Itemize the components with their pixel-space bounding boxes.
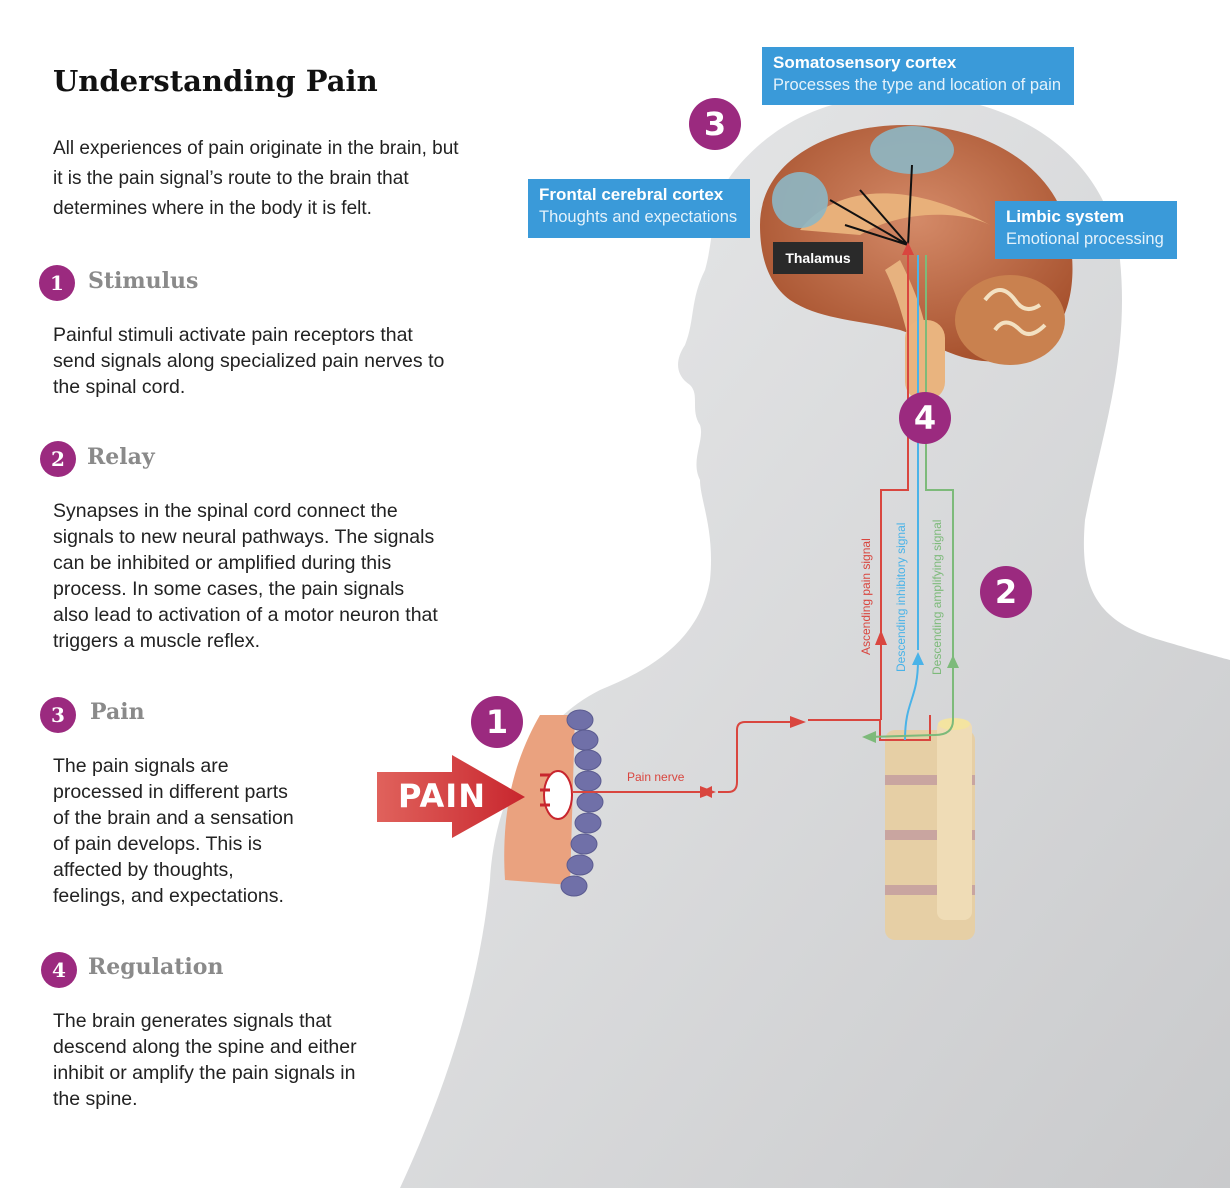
frontal-subtitle: Thoughts and expectations [539, 208, 738, 226]
descending-amplifying-line [867, 255, 954, 738]
thalamus-label: Thalamus [773, 242, 863, 274]
section-4-body: The brain generates signals that descend… [53, 1010, 357, 1110]
brain-illustration [760, 125, 1073, 400]
page-title: Understanding Pain [53, 64, 378, 98]
limbic-subtitle: Emotional processing [1006, 230, 1164, 248]
marker-2: 2 [980, 566, 1032, 618]
pain-nerve-label: Pain nerve [627, 770, 685, 784]
section-2-body: Synapses in the spinal cord connect the … [53, 500, 438, 652]
intro-text: All experiences of pain originate in the… [53, 138, 459, 219]
somatosensory-title: Somatosensory cortex [773, 53, 957, 72]
somatosensory-cortex-label: Somatosensory cortex Processes the type … [762, 47, 1074, 105]
section-3-number: 3 [40, 697, 76, 733]
section-1-body: Painful stimuli activate pain receptors … [53, 324, 445, 398]
arrowheads [700, 242, 959, 798]
marker-1: 1 [471, 696, 523, 748]
pain-arrow [377, 755, 525, 838]
body-silhouette [400, 95, 1230, 1188]
spine-illustration [885, 718, 975, 940]
section-4-heading: Regulation [88, 954, 224, 980]
limbic-system-label: Limbic system Emotional processing [995, 201, 1177, 259]
section-2-heading: Relay [87, 444, 155, 470]
pain-arrow-label: PAIN [398, 777, 486, 815]
marker-3: 3 [689, 98, 741, 150]
section-3-heading: Pain [90, 699, 145, 725]
marker-4: 4 [899, 392, 951, 444]
section-3-body: The pain signals are processed in differ… [53, 755, 294, 907]
amplifying-signal-label: Descending amplifying signal [930, 519, 944, 675]
ascending-pain-line [880, 255, 909, 720]
ascending-signal-label: Ascending pain signal [859, 538, 873, 655]
section-1-number: 1 [39, 265, 75, 301]
frontal-title: Frontal cerebral cortex [539, 185, 724, 204]
skin-cells [504, 709, 604, 897]
frontal-cortex-label: Frontal cerebral cortex Thoughts and exp… [528, 179, 750, 238]
somatosensory-subtitle: Processes the type and location of pain [773, 76, 1062, 94]
descending-inhibitory-line [904, 255, 919, 741]
section-2-number: 2 [40, 441, 76, 477]
section-4-number: 4 [41, 952, 77, 988]
inhibitory-signal-label: Descending inhibitory signal [894, 522, 908, 672]
limbic-title: Limbic system [1006, 207, 1125, 226]
pain-nerve-line [572, 715, 931, 793]
section-1-heading: Stimulus [88, 268, 199, 294]
